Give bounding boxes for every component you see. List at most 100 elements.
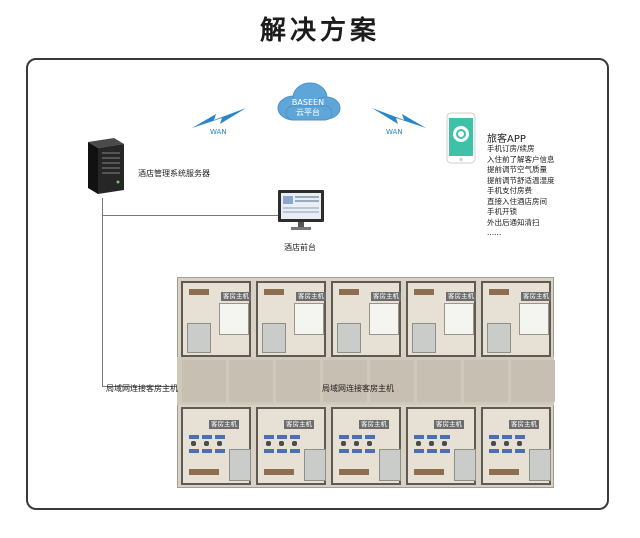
app-feature: 手机支付房费: [487, 186, 532, 195]
workstation: [427, 449, 437, 453]
server-vertical-line: [102, 198, 103, 386]
workstation: [189, 435, 199, 439]
workstation: [502, 449, 512, 453]
floor-tile: [276, 360, 320, 402]
desk: [339, 469, 369, 475]
workstation: [290, 435, 300, 439]
cloud-name: BASEEN: [291, 98, 325, 107]
floor-tile: [370, 360, 414, 402]
desk: [264, 289, 284, 295]
workstation: [277, 449, 287, 453]
room-host-label: 客房主机: [521, 292, 551, 301]
desk: [264, 469, 294, 475]
app-feature-list: 手机订房/续房 入住前了解客户信息 提前调节空气质量 提前调节舒适温湿度 手机支…: [487, 144, 555, 239]
wan-bolt-icon: [190, 104, 250, 132]
workstation: [339, 435, 349, 439]
frontdesk-label: 酒店前台: [284, 243, 316, 252]
chair: [217, 441, 222, 446]
server-frontdesk-line: [102, 215, 280, 216]
desk: [414, 469, 444, 475]
chair: [429, 441, 434, 446]
chair: [367, 441, 372, 446]
page-title: 解决方案: [259, 16, 380, 46]
wan-bolt-icon: [368, 104, 428, 132]
floor-tile: [464, 360, 508, 402]
bathroom: [529, 449, 551, 481]
desk: [489, 469, 519, 475]
floor-tile: [182, 360, 226, 402]
chair: [517, 441, 522, 446]
room-host-label: 客房主机: [446, 292, 476, 301]
desk: [414, 289, 434, 295]
workstation: [352, 435, 362, 439]
room-host-label: 客房主机: [209, 420, 239, 429]
chair: [292, 441, 297, 446]
bed: [444, 303, 474, 335]
workstation: [264, 435, 274, 439]
workstation: [277, 435, 287, 439]
office-room: [481, 407, 551, 485]
workstation: [189, 449, 199, 453]
workstation: [515, 435, 525, 439]
guest-room: [181, 281, 251, 357]
workstation: [515, 449, 525, 453]
room-host-label: 客房主机: [434, 420, 464, 429]
workstation: [489, 449, 499, 453]
workstation: [440, 449, 450, 453]
chair: [504, 441, 509, 446]
room-host-label: 客房主机: [284, 420, 314, 429]
office-room: [181, 407, 251, 485]
floor-tile: [511, 360, 555, 402]
lan-label-center: 局域网连接客房主机: [322, 384, 394, 393]
workstation: [215, 449, 225, 453]
chair: [416, 441, 421, 446]
workstation: [202, 449, 212, 453]
workstation: [489, 435, 499, 439]
room-host-label: 客房主机: [371, 292, 401, 301]
phone-app-icon: [446, 112, 476, 164]
app-feature: 外出后通知清扫: [487, 217, 540, 227]
bed: [294, 303, 324, 335]
chair: [491, 441, 496, 446]
bathroom: [487, 323, 511, 353]
lan-label-left: 局域网连接客房主机: [106, 384, 178, 393]
cloud-icon: [272, 78, 344, 126]
workstation: [365, 449, 375, 453]
workstation: [427, 435, 437, 439]
chair: [279, 441, 284, 446]
chair: [204, 441, 209, 446]
workstation: [290, 449, 300, 453]
app-feature: 提前调节空气质量: [487, 165, 547, 174]
bed: [519, 303, 549, 335]
app-feature: ......: [487, 228, 502, 237]
workstation: [365, 435, 375, 439]
app-feature: 手机订房/续房: [487, 144, 535, 153]
bathroom: [337, 323, 361, 353]
workstation: [264, 449, 274, 453]
bathroom: [412, 323, 436, 353]
cloud-subtitle: 云平台: [296, 108, 320, 117]
app-feature: 手机开锁: [487, 207, 517, 216]
workstation: [215, 435, 225, 439]
wan-left-label: WAN: [210, 128, 227, 136]
room-host-label: 客房主机: [296, 292, 326, 301]
guest-room: [331, 281, 401, 357]
bathroom: [262, 323, 286, 353]
floor-tile: [323, 360, 367, 402]
bed: [369, 303, 399, 335]
room-host-label: 客房主机: [359, 420, 389, 429]
floor-tile: [417, 360, 461, 402]
office-room: [331, 407, 401, 485]
desk: [189, 289, 209, 295]
server-icon: [80, 136, 130, 196]
lan-horizontal-line: [102, 386, 178, 387]
bathroom: [229, 449, 251, 481]
office-room: [406, 407, 476, 485]
workstation: [440, 435, 450, 439]
room-host-label: 客房主机: [509, 420, 539, 429]
workstation: [202, 435, 212, 439]
desk: [189, 469, 219, 475]
bathroom: [454, 449, 476, 481]
floor-tile: [229, 360, 273, 402]
workstation: [414, 449, 424, 453]
